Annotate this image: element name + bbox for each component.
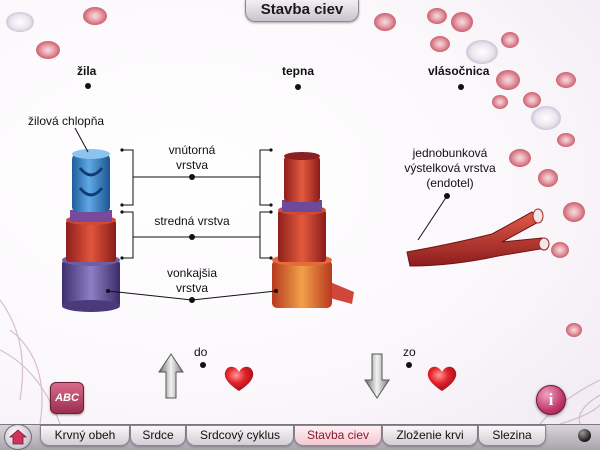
tab-srdce[interactable]: Srdce	[130, 425, 186, 446]
tab-srdcovy-cyklus[interactable]: Srdcový cyklus	[186, 425, 294, 446]
vein-illustration	[62, 149, 120, 312]
inner-layer-label-line2: vrstva	[175, 158, 208, 172]
to-heart-label: do	[194, 345, 208, 359]
column-header-vein: žila	[77, 64, 97, 78]
home-button[interactable]	[4, 424, 32, 450]
vein-header-dot	[85, 83, 91, 89]
tab-krvny-obeh[interactable]: Krvný obeh	[40, 425, 130, 446]
middle-layer-label: stredná vrstva	[154, 214, 230, 228]
endothelium-label-line3: (endotel)	[426, 176, 474, 190]
abc-dictionary-button[interactable]: ABC	[50, 382, 84, 414]
heart-icon	[427, 366, 457, 391]
home-icon	[8, 429, 28, 445]
up-arrow-icon	[158, 353, 184, 399]
exit-button[interactable]	[578, 429, 591, 442]
tab-zlozenie-krvi[interactable]: Zloženie krvi	[382, 425, 478, 446]
outer-layer-label-line1: vonkajšia	[166, 266, 218, 280]
valve-label: žilová chlopňa	[28, 114, 105, 128]
info-button[interactable]: i	[536, 385, 566, 415]
outer-layer-label-line2: vrstva	[175, 281, 208, 295]
page-title: Stavba ciev	[245, 0, 359, 22]
endothelium-label-line2: výstelková vrstva	[404, 161, 496, 175]
annotation-lines	[74, 127, 450, 303]
tab-stavba-ciev[interactable]: Stavba ciev	[294, 425, 382, 446]
inner-layer-label-line1: vnútorná	[168, 143, 216, 157]
endothelium-label-line1: jednobunková	[412, 146, 488, 160]
column-header-artery: tepna	[282, 64, 315, 78]
capillary-header-dot	[458, 84, 464, 90]
column-header-capillary: vlásočnica	[428, 64, 490, 78]
tab-slezina[interactable]: Slezina	[478, 425, 546, 446]
to-heart-dot	[200, 362, 206, 368]
from-heart-label: zo	[403, 345, 416, 359]
artery-illustration	[272, 152, 354, 308]
from-heart-dot	[406, 362, 412, 368]
capillary-illustration	[406, 208, 550, 267]
blood-cells-background	[0, 7, 600, 424]
artery-header-dot	[295, 84, 301, 90]
heart-icon	[224, 366, 254, 391]
down-arrow-icon	[364, 353, 390, 399]
